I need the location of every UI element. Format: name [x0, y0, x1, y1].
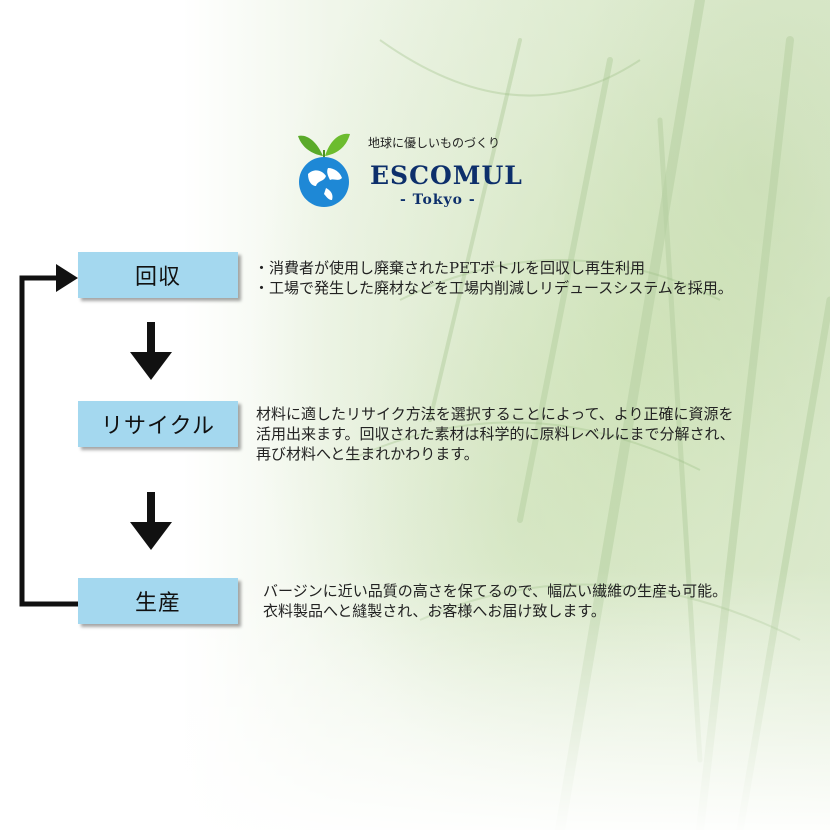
step-recycle-description: 材料に適したリサイク方法を選択することによって、より正確に資源を 活用出来ます。…	[256, 404, 735, 464]
description-line: ・工場で発生した廃材などを工場内削減しリデュースシステムを採用。	[254, 279, 733, 297]
step-production: 生産	[78, 578, 238, 624]
description-line: 再び材料へと生まれかわります。	[256, 445, 479, 463]
down-arrow-icon	[130, 322, 172, 380]
step-collection-description: ・消費者が使用し廃棄されたPETボトルを回収し再生利用 ・工場で発生した廃材など…	[254, 258, 733, 298]
description-line: 材料に適したリサイク方法を選択することによって、より正確に資源を	[256, 405, 734, 423]
description-line: バージンに近い品質の高さを保てるので、幅広い繊維の生産も可能。	[263, 582, 728, 600]
step-production-description: バージンに近い品質の高さを保てるので、幅広い繊維の生産も可能。 衣料製品へと縫製…	[263, 581, 727, 621]
description-line: 衣料製品へと縫製され、お客様へお届け致します。	[263, 602, 606, 620]
step-recycle: リサイクル	[78, 401, 238, 447]
description-line: ・消費者が使用し廃棄されたPETボトルを回収し再生利用	[254, 259, 646, 277]
description-line: 活用出来ます。回収された素材は科学的に原料レベルにまで分解され、	[256, 425, 735, 443]
sprout-globe-icon	[298, 133, 350, 207]
brand-name: ESCOMUL	[370, 161, 523, 190]
down-arrow-icon	[130, 492, 172, 550]
brand-location: - Tokyo -	[400, 192, 476, 208]
company-logo: 地球に優しいものづくり ESCOMUL - Tokyo -	[296, 128, 536, 218]
step-collection: 回収	[78, 252, 238, 298]
logo-tagline: 地球に優しいものづくり	[368, 136, 501, 150]
